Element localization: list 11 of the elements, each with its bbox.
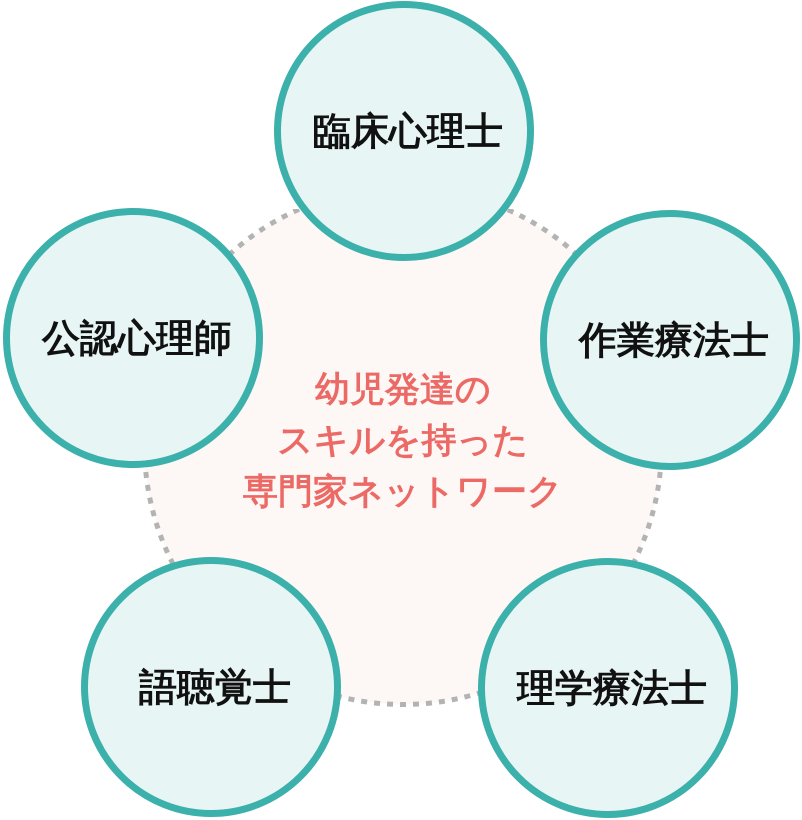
circle-node [540,210,800,470]
circle-node [274,1,534,261]
circle-node [478,558,738,818]
node-label: 理学療法士 [517,665,707,711]
circle-node [3,208,263,468]
center-label: 幼児発達のスキルを持った専門家ネットワーク [243,368,563,514]
node-label: 公認心理師 [42,315,232,361]
node-label: 作業療法士 [579,317,769,363]
node-label: 臨床心理士 [313,108,503,154]
node-label: 語聴覚士 [139,664,291,710]
circle-node [81,557,341,817]
